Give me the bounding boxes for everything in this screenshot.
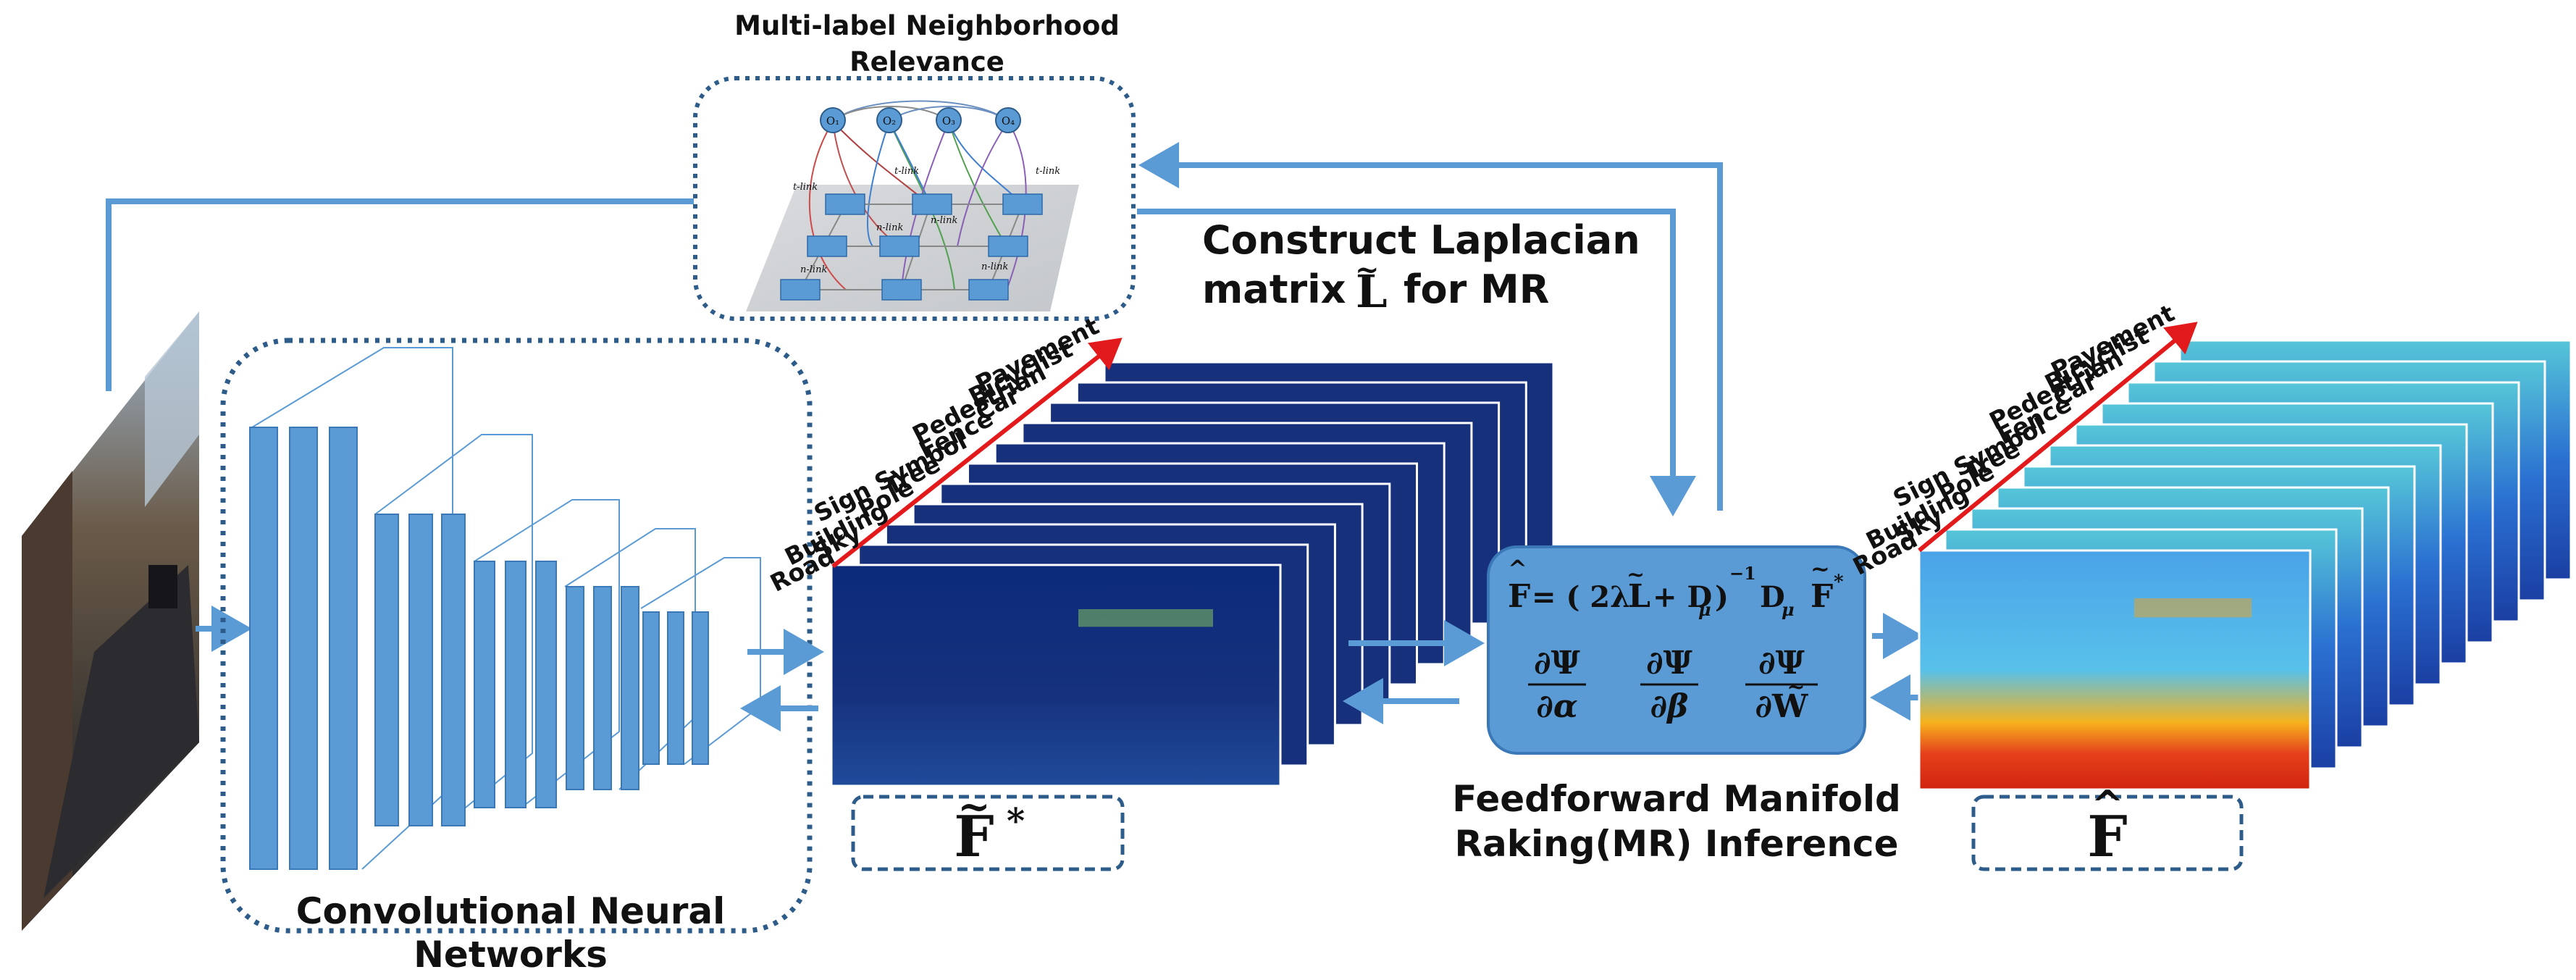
svg-text:n-link: n-link bbox=[876, 222, 903, 233]
neighborhood-title-2: Relevance bbox=[849, 46, 1004, 78]
svg-text:matrix: matrix bbox=[1202, 267, 1346, 312]
fhat-red-axis bbox=[1918, 322, 2198, 553]
svg-text:L: L bbox=[1356, 265, 1388, 318]
cnn-dotted-box bbox=[220, 338, 813, 934]
svg-text:μ: μ bbox=[1782, 599, 1795, 620]
neighborhood-title: Multi-label Neighborhood bbox=[734, 10, 1120, 41]
cnn-title: Convolutional Neural bbox=[296, 890, 725, 932]
map-texture bbox=[2134, 598, 2252, 618]
svg-text:O₁: O₁ bbox=[826, 114, 839, 127]
neighborhood-dotted-box bbox=[693, 76, 1136, 321]
svg-text:+ D: + D bbox=[1653, 580, 1712, 614]
fhat-symbol: F bbox=[2087, 804, 2127, 870]
svg-text:Construct Laplacian: Construct Laplacian bbox=[1202, 217, 1640, 263]
mr-title-2: Raking(MR) Inference bbox=[1455, 823, 1899, 865]
fhat-layers bbox=[1918, 339, 2572, 791]
svg-text:μ: μ bbox=[1698, 599, 1711, 620]
svg-text:F: F bbox=[1811, 578, 1833, 615]
svg-text:for MR: for MR bbox=[1404, 267, 1549, 312]
mr-inference-box: F ^ = ( 2λ L ~ + D μ ) −1 D μ F ~ * ∂Ψ ∂… bbox=[1452, 545, 1901, 865]
svg-text:∂Ψ: ∂Ψ bbox=[1758, 645, 1805, 682]
svg-text:∂β: ∂β bbox=[1650, 688, 1689, 725]
svg-text:D: D bbox=[1760, 580, 1785, 614]
svg-text:t-link: t-link bbox=[793, 182, 818, 193]
svg-text:∂α: ∂α bbox=[1536, 688, 1577, 725]
fhat-output-box bbox=[1971, 795, 2244, 871]
svg-text:∂Ψ: ∂Ψ bbox=[1646, 645, 1692, 682]
link-labels: t-link t-link t-link n-link n-link n-lin… bbox=[793, 166, 1060, 275]
fstar-symbol: F bbox=[954, 804, 994, 870]
svg-text:O₄: O₄ bbox=[1002, 114, 1015, 127]
cnn-block: Convolutional Neural Networks bbox=[220, 338, 813, 976]
svg-text:^: ^ bbox=[2091, 782, 2123, 828]
svg-text:F: F bbox=[1508, 578, 1530, 615]
svg-text:~: ~ bbox=[1811, 555, 1830, 582]
mr-title: Feedforward Manifold bbox=[1452, 778, 1901, 820]
svg-text:= ( 2λ: = ( 2λ bbox=[1532, 580, 1630, 614]
svg-text:n-link: n-link bbox=[981, 261, 1008, 272]
fstar-layers bbox=[830, 361, 1555, 787]
map-texture bbox=[1078, 609, 1213, 627]
svg-text:t-link: t-link bbox=[894, 166, 919, 177]
svg-text:∂Ψ: ∂Ψ bbox=[1534, 645, 1580, 682]
laplacian-label: Construct Laplacian matrix L ~ for MR bbox=[1202, 217, 1640, 318]
svg-text:−1: −1 bbox=[1729, 563, 1756, 584]
svg-text:~: ~ bbox=[957, 783, 990, 829]
svg-text:~: ~ bbox=[1627, 562, 1645, 587]
arrow-laplacian-to-mr bbox=[1137, 209, 1696, 516]
svg-text:O₃: O₃ bbox=[942, 114, 955, 127]
svg-text:n-link: n-link bbox=[931, 215, 957, 226]
feedback-arrows bbox=[106, 142, 1723, 516]
svg-text:n-link: n-link bbox=[800, 264, 827, 275]
svg-text:~: ~ bbox=[1787, 674, 1805, 700]
input-image bbox=[22, 311, 199, 931]
map-layer-road bbox=[830, 564, 1282, 787]
grid-cells bbox=[780, 193, 1043, 301]
fstar-superscript: * bbox=[1007, 801, 1025, 842]
svg-text:): ) bbox=[1715, 580, 1729, 614]
svg-text:^: ^ bbox=[1508, 555, 1527, 582]
svg-text:~: ~ bbox=[1355, 253, 1380, 287]
svg-text:∂W: ∂W bbox=[1755, 688, 1809, 725]
fstar-output-box bbox=[851, 795, 1125, 871]
svg-text:*: * bbox=[1834, 571, 1844, 593]
arrow-neighborhood-to-input bbox=[106, 198, 694, 391]
map-layer-road bbox=[1918, 549, 2312, 791]
cnn-title-2: Networks bbox=[414, 934, 608, 976]
arrow-mr-to-neighborhood bbox=[1138, 142, 1723, 511]
graph-nodes: O₁ O₂ O₃ O₄ bbox=[820, 107, 1021, 133]
svg-text:t-link: t-link bbox=[1036, 166, 1060, 177]
neighborhood-panel: Multi-label Neighborhood Relevance bbox=[693, 10, 1136, 321]
svg-text:O₂: O₂ bbox=[883, 114, 896, 127]
fstar-red-axis bbox=[831, 338, 1123, 569]
svg-text:L: L bbox=[1628, 578, 1650, 615]
